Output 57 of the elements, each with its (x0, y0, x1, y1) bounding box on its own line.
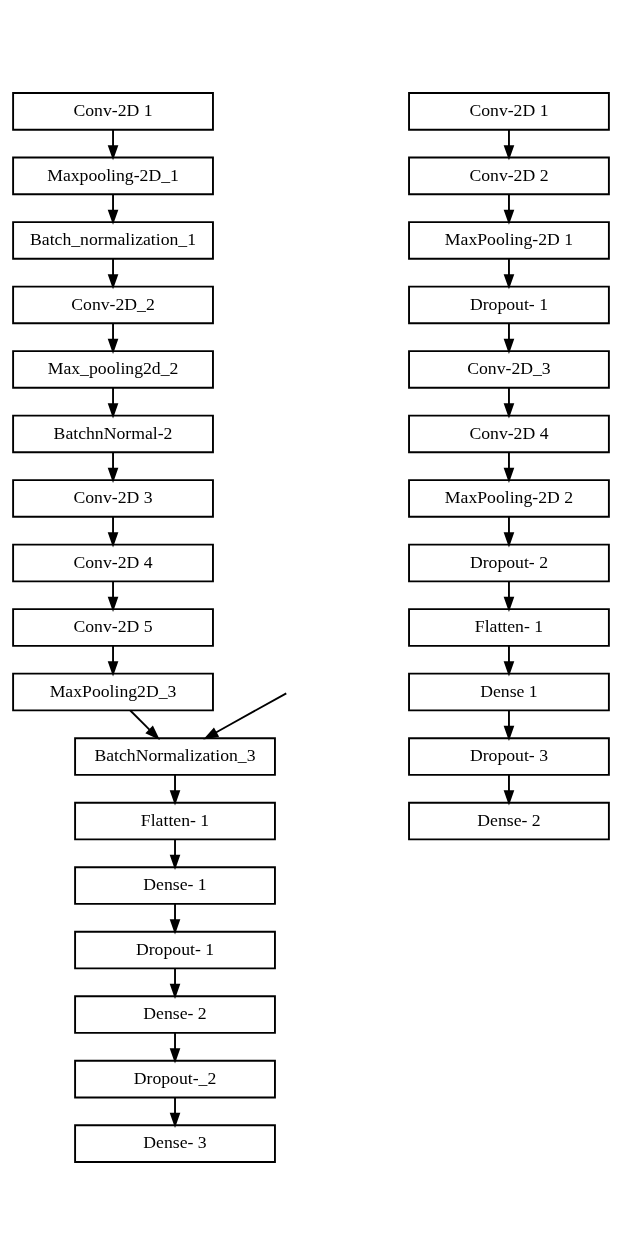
arrow (503, 709, 515, 741)
node-box: Dense- 2 (408, 801, 610, 840)
node-box: Dropout- 2 (408, 543, 610, 582)
node-box: Dense- 2 (74, 994, 276, 1034)
node-box: Dense 1 (408, 672, 610, 711)
node-box: Max_pooling2d_2 (12, 349, 214, 389)
node-box: Dropout- 1 (408, 285, 610, 324)
arrow (107, 644, 119, 676)
node-box: Conv-2D 1 (408, 91, 610, 131)
node-box: Dropout-_2 (74, 1059, 276, 1098)
arrow (107, 257, 119, 289)
node-box: Dense- 3 (74, 1123, 276, 1163)
arrow (169, 773, 181, 805)
node-box: Conv-2D 4 (12, 543, 214, 582)
node-box: BatchnNormal-2 (12, 414, 214, 453)
node-box: Conv-2D 2 (408, 156, 610, 195)
arrow (107, 322, 119, 354)
node-box: Conv-2D 5 (12, 607, 214, 647)
node-box: Flatten- 1 (74, 801, 276, 840)
node-box: Flatten- 1 (408, 607, 610, 647)
arrow (503, 773, 515, 805)
arrow (503, 193, 515, 225)
arrow (503, 451, 515, 483)
arrow (503, 580, 515, 612)
arrow (203, 691, 288, 740)
arrow (107, 193, 119, 225)
node-box: Conv-2D_2 (12, 285, 214, 324)
arrow (107, 580, 119, 612)
node-box: MaxPooling-2D 2 (408, 478, 610, 518)
node-box: BatchNormalization_3 (74, 736, 276, 776)
arrow (503, 322, 515, 354)
arrow (169, 1031, 181, 1063)
node-box: MaxPooling-2D 1 (408, 220, 610, 260)
node-box: Dense- 1 (74, 865, 276, 905)
node-box: Batch_normalization_1 (12, 220, 214, 260)
arrow (503, 257, 515, 289)
arrow (169, 1096, 181, 1128)
node-box: Conv-2D_3 (408, 349, 610, 389)
arrow (503, 128, 515, 160)
node-box: MaxPooling2D_3 (12, 672, 214, 711)
arrow (503, 644, 515, 676)
node-box: Conv-2D 4 (408, 414, 610, 453)
arrow (129, 709, 160, 740)
arrow (107, 386, 119, 418)
node-box: Dropout- 3 (408, 736, 610, 776)
arrow (503, 515, 515, 547)
arrow (107, 515, 119, 547)
node-box: Dropout- 1 (74, 930, 276, 969)
node-box: Maxpooling-2D_1 (12, 156, 214, 195)
arrow (107, 128, 119, 160)
arrow (503, 386, 515, 418)
node-box: Conv-2D 1 (12, 91, 214, 131)
node-box: Conv-2D 3 (12, 478, 214, 518)
arrow (169, 967, 181, 999)
arrow (169, 838, 181, 870)
arrow (169, 902, 181, 934)
arrow (107, 451, 119, 483)
